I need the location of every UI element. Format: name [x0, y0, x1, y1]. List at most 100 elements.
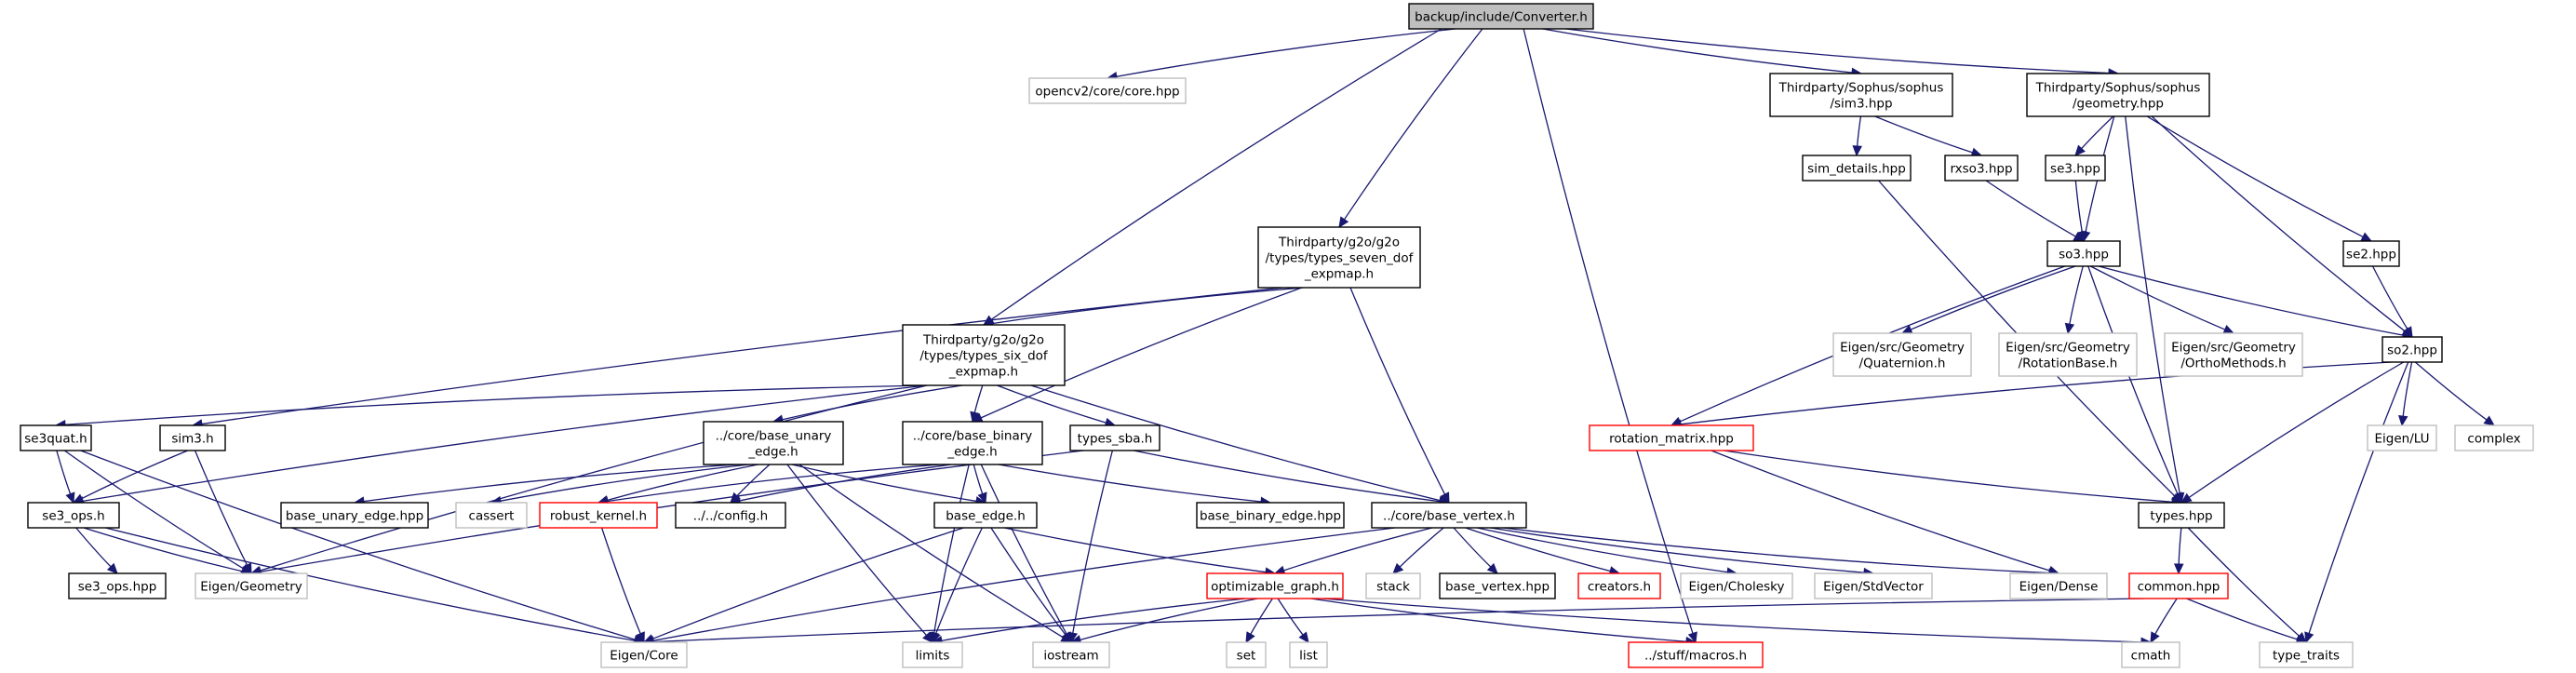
- node-label: se3quat.h: [24, 432, 87, 447]
- edge-arrowhead: [636, 631, 645, 644]
- edge-line: [105, 527, 636, 641]
- edge-binary-to-bbehpp: [998, 464, 1272, 507]
- edge-unary-to-buehpp: [353, 464, 737, 506]
- edge-arrowhead: [1392, 562, 1404, 574]
- node-buehpp[interactable]: base_unary_edge.hpp: [280, 502, 429, 529]
- node-box: [1206, 572, 1344, 599]
- node-label: ../stuff/macros.h: [1644, 649, 1747, 664]
- node-six[interactable]: Thirdparty/g2o/g2o/types/types_six_dof_e…: [902, 324, 1066, 386]
- edge-so3-to-quat: [1900, 265, 2076, 334]
- edge-line: [739, 464, 952, 502]
- edge-line: [2308, 361, 2409, 634]
- edge-unary-to-limits: [786, 464, 933, 643]
- node-label: Eigen/Core: [610, 649, 678, 664]
- edge-line: [2074, 180, 2083, 233]
- node-unary[interactable]: ../core/base_unary_edge.h: [703, 421, 844, 465]
- edge-arrowhead: [977, 491, 987, 505]
- edge-optgraph-to-macros: [1310, 598, 1697, 647]
- edge-line: [1711, 450, 2050, 572]
- node-box: [20, 424, 92, 451]
- node-macros[interactable]: ../stuff/macros.h: [1628, 641, 1764, 668]
- edge-line: [791, 464, 977, 503]
- edge-line: [652, 527, 1395, 641]
- node-label: stack: [1376, 580, 1410, 595]
- node-opencv: opencv2/core/core.hpp: [1028, 77, 1187, 104]
- node-label: /geometry.hpp: [2073, 97, 2164, 112]
- edge-line: [1250, 598, 1273, 635]
- node-label: cassert: [469, 509, 515, 524]
- node-se3quat[interactable]: se3quat.h: [20, 424, 92, 451]
- node-box: [2259, 641, 2354, 668]
- edge-line: [2146, 115, 2364, 238]
- edge-line: [75, 527, 112, 568]
- node-binary[interactable]: ../core/base_binary_edge.h: [902, 421, 1043, 465]
- node-config[interactable]: ../../config.h: [675, 502, 786, 529]
- edge-line: [1344, 28, 1483, 221]
- edge-line: [1080, 598, 1258, 640]
- node-se3hpp[interactable]: se3.hpp: [2045, 155, 2106, 182]
- edge-so2-to-types: [2180, 361, 2405, 504]
- node-vertex[interactable]: ../core/base_vertex.h: [1371, 502, 1527, 529]
- edge-line: [2402, 361, 2413, 417]
- node-se3ops[interactable]: se3_ops.h: [27, 502, 120, 529]
- node-creators[interactable]: creators.h: [1577, 572, 1661, 599]
- edge-line: [933, 464, 970, 634]
- edge-arrowhead: [2398, 414, 2408, 427]
- node-sim3h[interactable]: sim3.h: [159, 424, 226, 451]
- edge-arrowhead: [65, 491, 75, 505]
- node-label: type_traits: [2273, 649, 2340, 664]
- node-sim3hpp[interactable]: Thirdparty/Sophus/sophus/sim3.hpp: [1769, 73, 1953, 117]
- node-types[interactable]: types.hpp: [2138, 502, 2225, 529]
- node-geometry[interactable]: Thirdparty/Sophus/sophus/geometry.hpp: [2026, 73, 2210, 117]
- node-se3opshpp[interactable]: se3_ops.hpp: [68, 572, 167, 599]
- edge-so2-to-eigenlu: [2398, 361, 2413, 427]
- node-box: [539, 502, 658, 529]
- node-box: [1226, 641, 1267, 668]
- node-label: limits: [916, 649, 950, 664]
- node-label: /sim3.hpp: [1830, 97, 1892, 112]
- node-label: robust_kernel.h: [550, 509, 647, 524]
- node-label: set: [1237, 649, 1256, 664]
- edge-sim3h-to-eigengeo: [194, 450, 252, 575]
- node-baseedge[interactable]: base_edge.h: [933, 502, 1038, 529]
- node-sba[interactable]: types_sba.h: [1069, 424, 1161, 451]
- edge-vertex-to-cholesky: [1476, 527, 1738, 577]
- edge-arrowhead: [1687, 631, 1697, 644]
- node-so3[interactable]: so3.hpp: [2046, 240, 2121, 267]
- node-box: [1257, 226, 1421, 289]
- node-root[interactable]: backup/include/Converter.h: [1408, 3, 1594, 30]
- edge-arrowhead: [2360, 232, 2373, 242]
- edge-so2-to-complex: [2414, 361, 2495, 426]
- edge-vertex-to-optgraph: [1273, 527, 1433, 575]
- edge-line: [980, 287, 1303, 419]
- edge-root-to-opencv: [1106, 28, 1456, 82]
- node-eigencore: Eigen/Core: [600, 641, 688, 668]
- node-rxso3[interactable]: rxso3.hpp: [1944, 155, 2019, 182]
- edge-line: [941, 598, 1246, 641]
- node-box: [1289, 641, 1328, 668]
- node-box: [2045, 155, 2106, 182]
- node-box: [1365, 572, 1421, 599]
- node-robust[interactable]: robust_kernel.h: [539, 502, 658, 529]
- edge-se3quat-to-se3ops: [56, 450, 75, 505]
- edge-rxso3-to-so3: [1985, 180, 2086, 242]
- node-sim_details[interactable]: sim_details.hpp: [1802, 155, 1912, 182]
- node-box: [933, 502, 1038, 529]
- node-box: [2121, 641, 2180, 668]
- edge-six-to-eigengeo: [249, 384, 928, 575]
- node-se2hpp[interactable]: se2.hpp: [2342, 240, 2400, 267]
- node-so2[interactable]: so2.hpp: [2381, 336, 2443, 363]
- node-bbehpp[interactable]: base_binary_edge.hpp: [1196, 502, 1345, 529]
- edge-arrowhead: [2180, 492, 2193, 504]
- node-common[interactable]: common.hpp: [2128, 572, 2229, 599]
- edge-arrowhead: [1245, 631, 1255, 644]
- edge-se3ops-to-se3opshpp: [75, 527, 118, 574]
- edge-line: [992, 287, 1304, 325]
- node-rotmat[interactable]: rotation_matrix.hpp: [1589, 424, 1754, 451]
- node-optgraph[interactable]: optimizable_graph.h: [1206, 572, 1344, 599]
- node-seven[interactable]: Thirdparty/g2o/g2o/types/types_seven_dof…: [1257, 226, 1421, 289]
- node-bvhpp[interactable]: base_vertex.hpp: [1439, 572, 1556, 599]
- edge-arrowhead: [106, 562, 118, 574]
- node-label: ../core/base_unary: [716, 429, 832, 444]
- node-label: _expmap.h: [948, 365, 1018, 380]
